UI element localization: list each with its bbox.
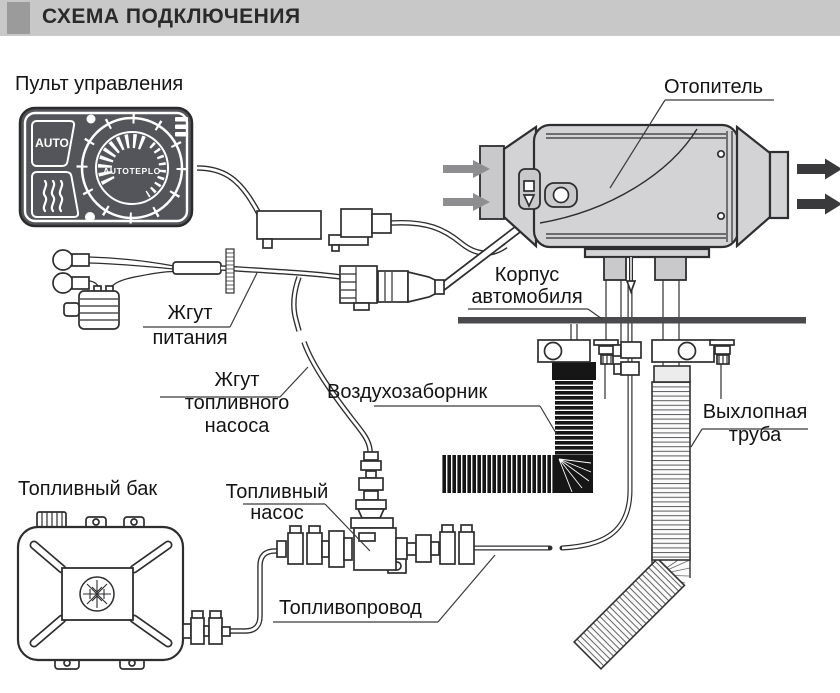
title-bar-square [7,2,30,34]
heater-cable-grommet [544,182,578,208]
panel-vents [175,117,188,137]
page-title: СХЕМА ПОДКЛЮЧЕНИЯ [42,5,301,28]
fuel-pump-harness-cable [291,276,373,457]
cable-tie [225,248,235,294]
heater [479,123,790,295]
label-power-harness: Жгут питания [152,302,228,349]
label-fuel-tank: Топливный бак [18,478,158,500]
heater-connector-bracket [518,168,541,210]
control-dial: AUTOTEPLO [76,112,188,224]
heater-intake-port [603,256,627,281]
fuse-holder [63,285,120,330]
heat-button [31,171,80,218]
heater-exhaust-port [654,256,687,281]
label-control-panel: Пульт управления [15,73,184,95]
panel-led [86,114,96,124]
fuel-pin [625,280,637,295]
airflow-in-arrows [443,160,490,211]
ring-terminal [52,249,74,271]
panel-led [85,212,95,222]
tank-outlet [182,610,231,645]
label-air-intake: Воздухозаборник [327,381,488,403]
label-fuel-pump: Топливный насос [225,481,329,524]
panel-cable-connectors [256,208,392,252]
hose-clamp [709,339,735,365]
fuel-line-clamps [612,341,642,376]
leader-lines [143,99,808,623]
heat-waves-icon [42,179,64,213]
label-car-body: Корпус автомобиля [471,264,583,308]
snowflake-icon [79,576,115,612]
title-bar: СХЕМА ПОДКЛЮЧЕНИЯ [0,0,840,36]
exhaust-duct [572,365,691,671]
dial-brand-label: AUTOTEPLO [103,166,161,176]
harness-connector-block [339,265,445,311]
power-harness [52,248,342,330]
airflow-out-arrows [797,158,840,215]
hose-clamp [593,339,619,365]
label-fuel-line: Топливопровод [279,597,422,619]
air-intake-duct [442,362,596,493]
label-exhaust: Выхлопная труба [702,401,808,446]
fuel-tank [16,511,231,670]
control-panel: AUTO AUTOTEPLO [18,106,194,228]
fuel-line [228,281,633,634]
mounting-brackets [537,339,735,376]
fuel-pump-assembly [276,451,475,574]
ring-terminal [52,272,74,294]
car-body-line [458,317,806,324]
auto-button [31,120,76,167]
label-heater: Отопитель [664,76,764,98]
auto-button-label: AUTO [35,136,69,150]
cable-sheath [172,261,222,275]
label-pump-harness: Жгут топливного насоса [184,369,290,437]
